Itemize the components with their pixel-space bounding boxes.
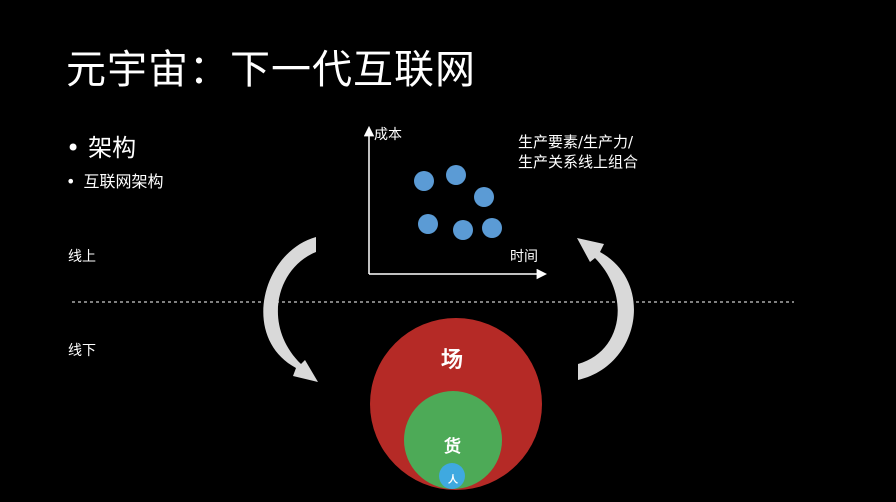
bullet-text: 架构: [88, 134, 137, 162]
factor-dot: [414, 171, 434, 191]
curved-arrow-down-icon: [263, 237, 318, 382]
offline-label: 线下: [68, 343, 96, 359]
factor-dot: [474, 187, 494, 207]
bullet-marker: •: [66, 134, 81, 162]
chart-note: 生产要素/生产力/ 生产关系线上组合: [518, 132, 638, 172]
chart-note-line2: 生产关系线上组合: [518, 153, 639, 171]
factor-dots: [414, 165, 502, 240]
chart-note-line1: 生产要素/生产力/: [518, 133, 634, 151]
factor-dot: [418, 214, 438, 234]
curved-arrow-up-icon: [577, 238, 634, 380]
bullet-text: 互联网架构: [83, 172, 164, 191]
factor-dot: [453, 220, 473, 240]
factor-dot: [446, 165, 466, 185]
bullet-marker: •: [66, 172, 76, 191]
circle-people-label: 人: [448, 475, 458, 486]
factor-dot: [482, 218, 502, 238]
circle-people: [439, 463, 465, 489]
y-axis-label: 成本: [374, 127, 402, 143]
online-label: 线上: [68, 249, 96, 265]
bullet-internet-architecture: • 互联网架构: [66, 170, 163, 194]
circle-goods-label: 货: [444, 437, 461, 457]
x-axis-label: 时间: [510, 249, 538, 265]
slide-title: 元宇宙：下一代互联网: [66, 47, 476, 93]
circle-goods: [404, 391, 502, 489]
bullet-architecture: •架构: [66, 131, 136, 165]
circle-venue-label: 场: [441, 348, 464, 373]
